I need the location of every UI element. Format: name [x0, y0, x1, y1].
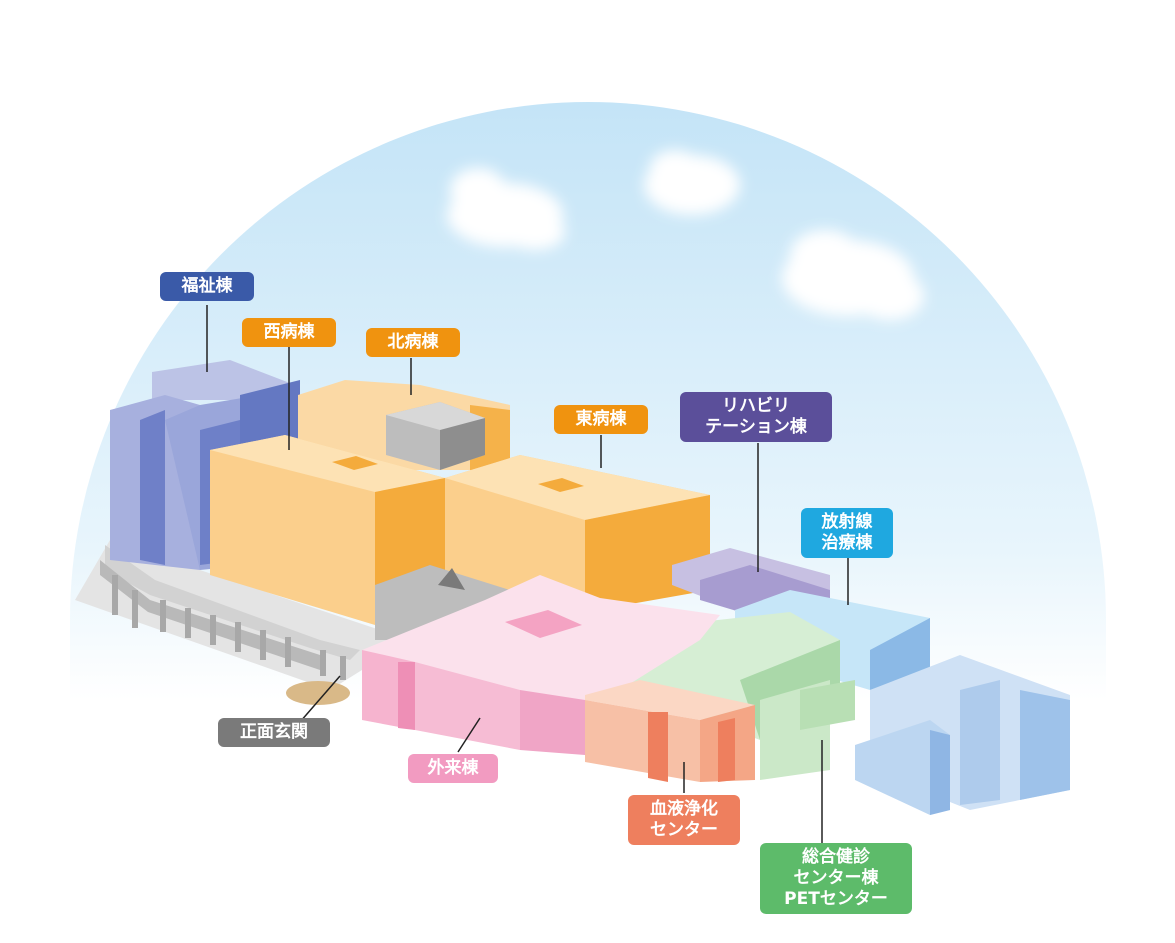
walkway — [75, 540, 410, 705]
label-text: テーション棟 — [705, 417, 807, 437]
label-text: 治療棟 — [821, 533, 873, 553]
label-text: 北病棟 — [387, 332, 439, 352]
label-text: センター — [650, 820, 718, 840]
label-entrance: 正面玄関 — [218, 718, 330, 747]
label-rehab: リハビリ テーション棟 — [680, 392, 832, 442]
label-higashi: 東病棟 — [554, 405, 648, 434]
building-east-annex — [855, 655, 1070, 815]
cloud — [782, 230, 924, 320]
label-fukushi: 福祉棟 — [160, 272, 254, 301]
entrance-mat — [286, 681, 350, 705]
label-nishi: 西病棟 — [242, 318, 336, 347]
label-text: センター棟 — [793, 868, 879, 888]
label-text: 東病棟 — [575, 409, 627, 429]
label-text: 外来棟 — [427, 758, 479, 778]
label-kenshin: 総合健診 センター棟 PETセンター — [760, 843, 912, 914]
building-gairai — [362, 575, 720, 755]
label-text: 西病棟 — [263, 322, 315, 342]
building-kita — [298, 380, 510, 470]
leader-lines — [206, 305, 849, 843]
label-text: 福祉棟 — [181, 276, 233, 296]
cloud — [447, 168, 565, 250]
label-radiation: 放射線 治療棟 — [801, 508, 893, 558]
label-text: 正面玄関 — [240, 722, 308, 742]
label-text: 総合健診 — [802, 847, 870, 867]
label-dialysis: 血液浄化 センター — [628, 795, 740, 845]
building-dialysis — [585, 680, 755, 782]
label-text: リハビリ — [722, 396, 790, 416]
label-text: PETセンター — [784, 889, 888, 909]
building-higashi — [445, 455, 710, 612]
label-text: 放射線 — [821, 512, 873, 532]
cloud — [644, 150, 740, 215]
label-kita: 北病棟 — [366, 328, 460, 357]
label-text: 血液浄化 — [650, 799, 718, 819]
label-gairai: 外来棟 — [408, 754, 498, 783]
